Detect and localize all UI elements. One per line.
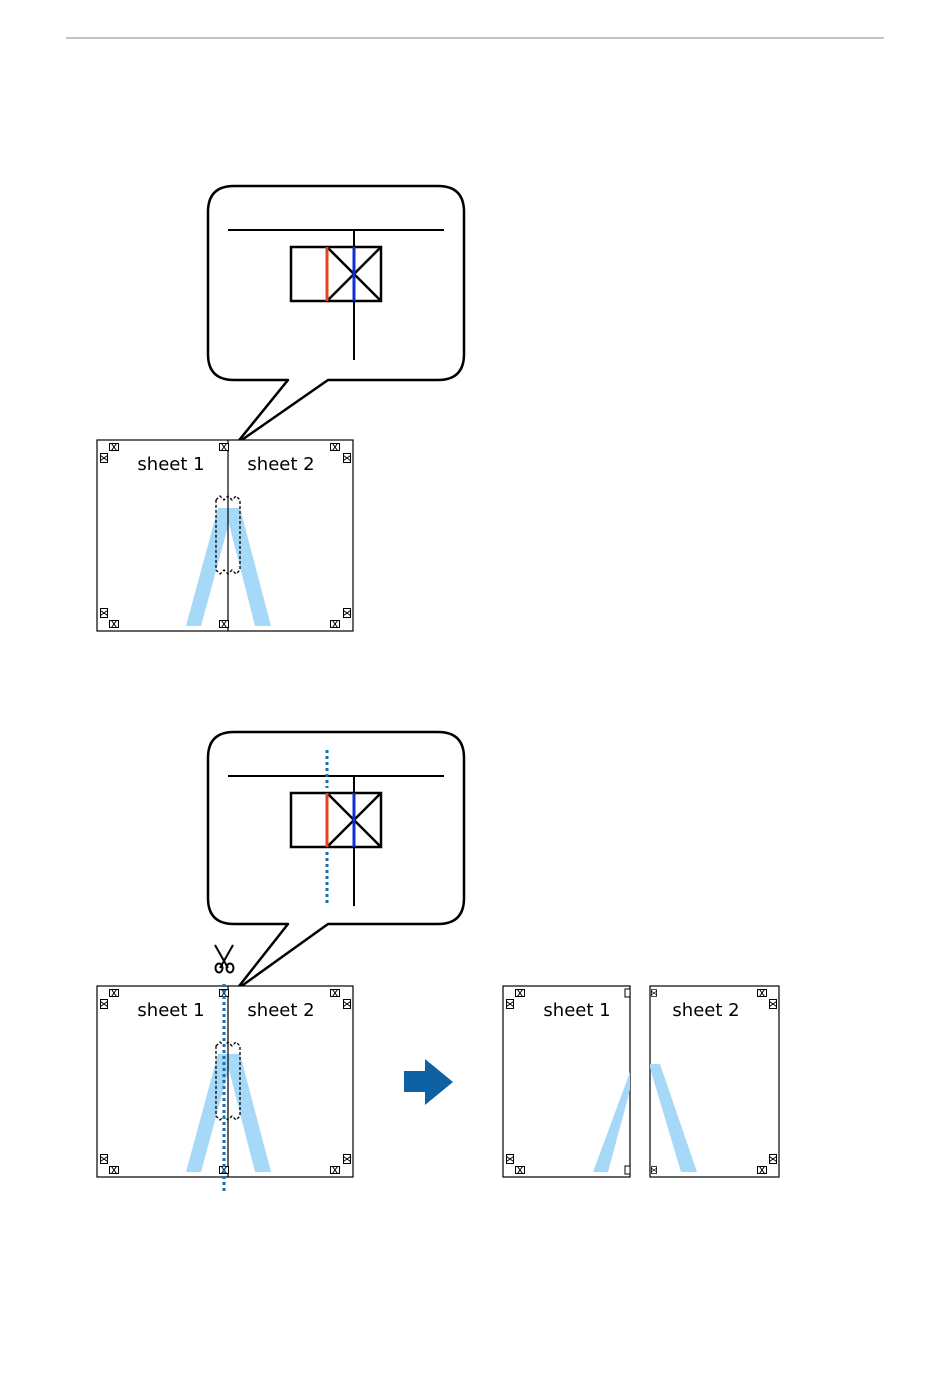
crop-mark-icon	[507, 1155, 514, 1164]
speech-bubble-icon	[208, 732, 464, 990]
crop-mark-icon	[651, 1167, 656, 1174]
sheet-2-label: sheet 2	[247, 1000, 314, 1021]
crop-mark-icon	[110, 444, 119, 451]
crop-mark-icon	[331, 444, 340, 451]
crop-mark-icon	[344, 1155, 351, 1164]
crop-mark-icon	[344, 609, 351, 618]
crop-mark-icon	[758, 1167, 767, 1174]
result-sheet-1: sheet 1	[503, 986, 630, 1177]
crop-mark-icon	[344, 454, 351, 463]
crop-mark-icon	[101, 454, 108, 463]
crop-mark-icon	[625, 989, 630, 997]
crop-mark-icon	[770, 1155, 777, 1164]
result-sheet-1-label: sheet 1	[543, 1000, 610, 1021]
crop-mark-icon	[331, 621, 340, 628]
crop-mark-icon	[758, 990, 767, 997]
crop-mark-icon	[516, 990, 525, 997]
sheet-1-label: sheet 1	[137, 1000, 204, 1021]
crop-mark-icon	[110, 990, 119, 997]
speech-bubble-icon	[208, 186, 464, 444]
sheet-1-label: sheet 1	[137, 454, 204, 475]
crop-mark-icon	[507, 1000, 514, 1009]
step-2: sheet 1 sheet 2 sheet 1 she	[97, 732, 779, 1194]
crop-mark-icon	[331, 1167, 340, 1174]
joined-sheets: sheet 1 sheet 2	[97, 984, 353, 1194]
crop-mark-icon	[110, 621, 119, 628]
crop-mark-icon	[651, 990, 656, 997]
scissors-icon	[215, 945, 234, 973]
crop-mark-icon	[770, 1000, 777, 1009]
step-1: sheet 1 sheet 2	[97, 186, 464, 631]
result-sheet-2-label: sheet 2	[672, 1000, 739, 1021]
crop-mark-icon	[101, 609, 108, 618]
crop-mark-icon	[344, 1000, 351, 1009]
crop-mark-icon	[516, 1167, 525, 1174]
joined-sheets: sheet 1 sheet 2	[97, 440, 353, 631]
crop-mark-icon	[220, 621, 229, 628]
crop-mark-icon	[101, 1000, 108, 1009]
crop-mark-icon	[625, 1166, 630, 1174]
right-arrow-icon	[404, 1059, 453, 1105]
crop-mark-icon	[220, 444, 229, 451]
crop-mark-icon	[110, 1167, 119, 1174]
crop-mark-icon	[101, 1155, 108, 1164]
sheet-2-label: sheet 2	[247, 454, 314, 475]
crop-mark-icon	[331, 990, 340, 997]
result-sheet-2: sheet 2	[650, 986, 779, 1177]
